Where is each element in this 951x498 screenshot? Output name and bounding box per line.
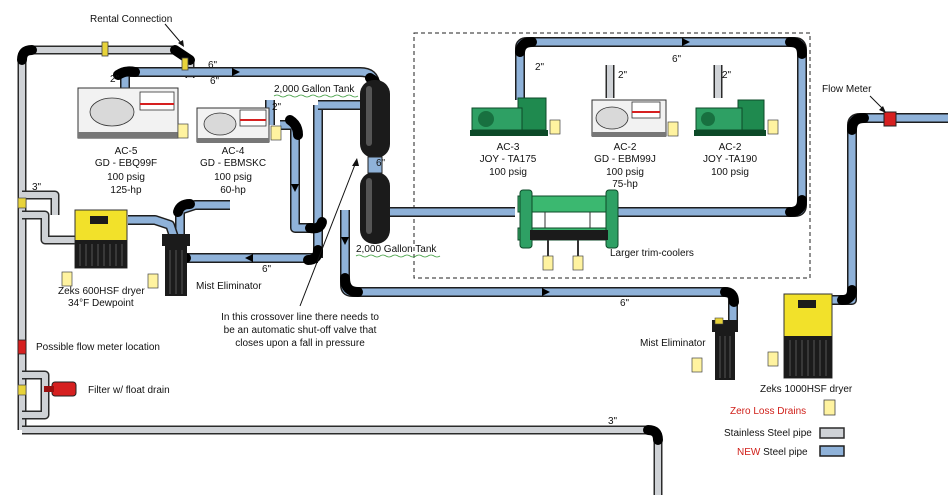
tank-bottom bbox=[360, 172, 390, 244]
filter-label: Filter w/ float drain bbox=[88, 385, 170, 396]
compressor-ac3-unit bbox=[470, 97, 561, 136]
svg-text:6": 6" bbox=[672, 54, 682, 65]
crossover-note: In this crossover line there needs to be… bbox=[221, 312, 379, 349]
dryer-600hsf bbox=[61, 209, 128, 287]
crossover-note-leader bbox=[299, 161, 357, 307]
flow-meter-label: Flow Meter bbox=[822, 84, 872, 95]
svg-text:60-hp: 60-hp bbox=[220, 185, 246, 196]
svg-text:AC-5: AC-5 bbox=[115, 146, 138, 157]
svg-text:2": 2" bbox=[722, 70, 732, 81]
pipe-elbows bbox=[17, 37, 869, 445]
mist-eliminator-right-label: Mist Eliminator bbox=[640, 338, 706, 349]
svg-text:AC-4: AC-4 bbox=[222, 146, 245, 157]
flow-meter bbox=[869, 95, 897, 127]
svg-text:2": 2" bbox=[618, 70, 628, 81]
compressor-ac2b-unit bbox=[694, 99, 779, 136]
rental-connection-valve bbox=[101, 41, 189, 71]
svg-text:2": 2" bbox=[110, 74, 120, 85]
trim-coolers-label: Larger trim-coolers bbox=[610, 248, 694, 259]
compressor-ac4-info: AC-4 GD - EBMSKC 100 psig 60-hp bbox=[200, 146, 266, 196]
tank-top bbox=[360, 80, 390, 158]
compressor-ac2b-info: AC-2 JOY -TA190 100 psig bbox=[703, 142, 758, 178]
dryer-1000hsf-name: Zeks 1000HSF dryer bbox=[760, 384, 853, 395]
svg-text:6": 6" bbox=[262, 264, 272, 275]
svg-text:6": 6" bbox=[376, 158, 386, 169]
compressor-ac2a-info: AC-2 GD - EBM99J 100 psig 75-hp bbox=[594, 142, 656, 190]
compressor-ac5-unit bbox=[77, 87, 189, 139]
svg-text:JOY - TA175: JOY - TA175 bbox=[480, 154, 537, 165]
dryer-600hsf-spec: 34°F Dewpoint bbox=[68, 298, 134, 309]
rental-connection-leader bbox=[164, 23, 183, 45]
trim-cooler-assembly bbox=[517, 189, 619, 271]
svg-text:AC-2: AC-2 bbox=[614, 142, 637, 153]
svg-text:3": 3" bbox=[608, 416, 618, 427]
svg-text:100 psig: 100 psig bbox=[711, 167, 749, 178]
legend-zero-loss-drains: Zero Loss Drains bbox=[730, 406, 806, 417]
svg-text:100 psig: 100 psig bbox=[107, 172, 145, 183]
legend-new-steel-swatch bbox=[819, 445, 845, 457]
left-header-valves bbox=[17, 197, 27, 396]
svg-text:AC-3: AC-3 bbox=[497, 142, 520, 153]
svg-text:6": 6" bbox=[620, 298, 630, 309]
svg-text:2": 2" bbox=[272, 102, 282, 113]
svg-text:125-hp: 125-hp bbox=[110, 185, 142, 196]
rental-connection-label: Rental Connection bbox=[90, 14, 172, 25]
svg-text:100 psig: 100 psig bbox=[606, 167, 644, 178]
svg-text:be an automatic shut-off valve: be an automatic shut-off valve that bbox=[224, 325, 377, 336]
svg-text:3": 3" bbox=[32, 182, 42, 193]
svg-text:100 psig: 100 psig bbox=[489, 167, 527, 178]
dryer-600hsf-name: Zeks 600HSF dryer bbox=[58, 286, 145, 297]
legend-stainless-swatch bbox=[819, 427, 845, 439]
compressor-ac3-info: AC-3 JOY - TA175 100 psig bbox=[480, 142, 537, 178]
flow-arrows bbox=[232, 38, 690, 296]
legend-drain-icon bbox=[823, 399, 836, 416]
svg-text:75-hp: 75-hp bbox=[612, 179, 638, 190]
svg-text:100 psig: 100 psig bbox=[214, 172, 252, 183]
svg-text:AC-2: AC-2 bbox=[719, 142, 742, 153]
mist-eliminator-left-label: Mist Eliminator bbox=[196, 281, 262, 292]
legend-new-steel: NEW Steel pipe bbox=[737, 447, 808, 458]
compressor-ac4-unit bbox=[196, 107, 282, 143]
tank-bottom-label: 2,000 Gallon Tank bbox=[356, 244, 437, 255]
compressor-ac5-info: AC-5 GD - EBQ99F 100 psig 125-hp bbox=[95, 146, 157, 196]
tank-top-label: 2,000 Gallon Tank bbox=[274, 84, 355, 95]
mist-eliminator-right bbox=[691, 317, 738, 380]
pipe-size-labels: 2" 6" 6" 2" 6" 3" 6" 6" 3" 2" 2" 6" 2" bbox=[32, 54, 732, 427]
svg-text:closes upon a fall in pressure: closes upon a fall in pressure bbox=[235, 338, 365, 349]
svg-text:GD - EBM99J: GD - EBM99J bbox=[594, 154, 656, 165]
mist-eliminator-left bbox=[147, 234, 190, 296]
filter-with-float-drain bbox=[44, 381, 77, 397]
compressor-room-boundary bbox=[413, 32, 811, 279]
svg-text:2": 2" bbox=[535, 62, 545, 73]
svg-text:JOY -TA190: JOY -TA190 bbox=[703, 154, 758, 165]
svg-text:In this crossover line there n: In this crossover line there needs to bbox=[221, 312, 379, 323]
svg-text:GD - EBMSKC: GD - EBMSKC bbox=[200, 158, 266, 169]
dryer-1000hsf bbox=[767, 293, 833, 379]
legend-stainless: Stainless Steel pipe bbox=[724, 428, 812, 439]
svg-text:6": 6" bbox=[208, 60, 218, 71]
possible-flow-meter-label: Possible flow meter location bbox=[36, 342, 160, 353]
compressor-ac2a-unit bbox=[591, 99, 679, 137]
svg-text:6": 6" bbox=[210, 76, 220, 87]
svg-text:GD - EBQ99F: GD - EBQ99F bbox=[95, 158, 157, 169]
legend: Zero Loss Drains Stainless Steel pipe NE… bbox=[724, 399, 845, 458]
